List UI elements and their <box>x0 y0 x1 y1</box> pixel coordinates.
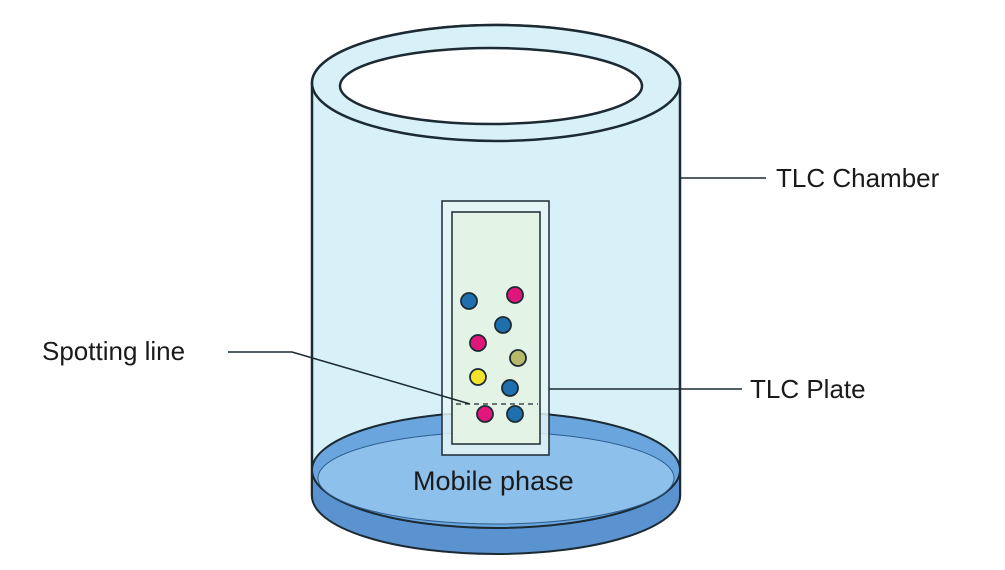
spot-blue <box>494 316 512 334</box>
spot-magenta <box>469 334 487 352</box>
spotting-line-label: Spotting line <box>42 336 185 366</box>
tlc-plate <box>441 200 550 456</box>
spot-blue <box>501 379 519 397</box>
mobile-phase <box>311 411 681 555</box>
spot-olive <box>509 349 527 367</box>
chamber-opening <box>338 46 644 126</box>
spots <box>460 286 527 423</box>
spot-blue <box>506 405 524 423</box>
spot-magenta <box>506 286 524 304</box>
spot-magenta <box>476 405 494 423</box>
plate-label: TLC Plate <box>750 374 866 404</box>
spotting-callout-line <box>228 351 471 405</box>
mobile-phase-label: Mobile phase <box>413 466 574 496</box>
chamber-label: TLC Chamber <box>776 163 940 193</box>
spot-yellow <box>469 368 487 386</box>
spot-blue <box>460 292 478 310</box>
